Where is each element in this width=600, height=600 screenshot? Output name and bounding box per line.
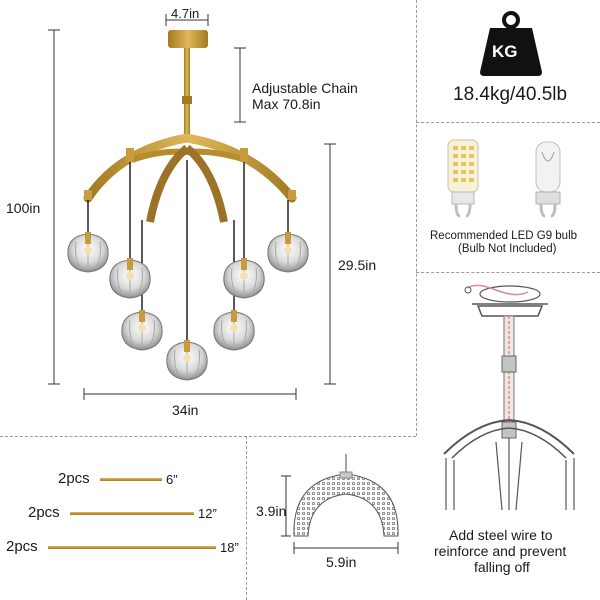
top-width-dimension (48, 14, 336, 400)
fixture-height-label: 29.5in (338, 257, 377, 273)
divider-bulb-wire (416, 272, 600, 273)
wire-label-line3: falling off (474, 559, 530, 575)
rod-length-18: 18” (220, 540, 239, 555)
divider-rods-shade (246, 436, 247, 600)
shade-height-label: 3.9in (256, 503, 287, 519)
divider-main-bottom (0, 436, 416, 437)
total-height-label: 100in (6, 200, 41, 216)
rod-length-6: 6” (166, 472, 178, 487)
chandelier-illustration (67, 30, 309, 381)
led-bulb-icon (447, 139, 479, 218)
top-width-label: 4.7in (171, 6, 200, 21)
weight-value: 18.4kg/40.5lb (453, 84, 568, 105)
weight-badge-text: KG (492, 42, 518, 61)
chain-label-line1: Adjustable Chain (252, 80, 358, 96)
chain-label-line2: Max 70.8in (252, 96, 321, 112)
shade-illustration (281, 454, 399, 554)
rod-qty-6: 2pcs (58, 470, 90, 487)
wire-label-line1: Add steel wire to (449, 527, 553, 543)
canopy (168, 30, 208, 48)
bulb-label-line1: Recommended LED G9 bulb (430, 230, 578, 242)
steel-wire-illustration (443, 284, 575, 511)
rod-18in (48, 546, 216, 549)
bulb-label-line2: (Bulb Not Included) (458, 243, 557, 255)
rod-qty-12: 2pcs (28, 504, 60, 521)
weight-icon (480, 11, 542, 76)
rod-12in (70, 512, 194, 515)
fixture-width-label: 34in (172, 402, 199, 418)
rod-qty-18: 2pcs (6, 538, 38, 555)
rod-6in (100, 478, 162, 481)
wire-label-line2: reinforce and prevent (434, 543, 567, 559)
halogen-bulb-icon (535, 141, 561, 218)
divider-vertical-main (416, 0, 417, 436)
divider-weight-bulb (416, 122, 600, 123)
rod-length-12: 12” (198, 506, 217, 521)
shade-width-label: 5.9in (326, 554, 357, 570)
